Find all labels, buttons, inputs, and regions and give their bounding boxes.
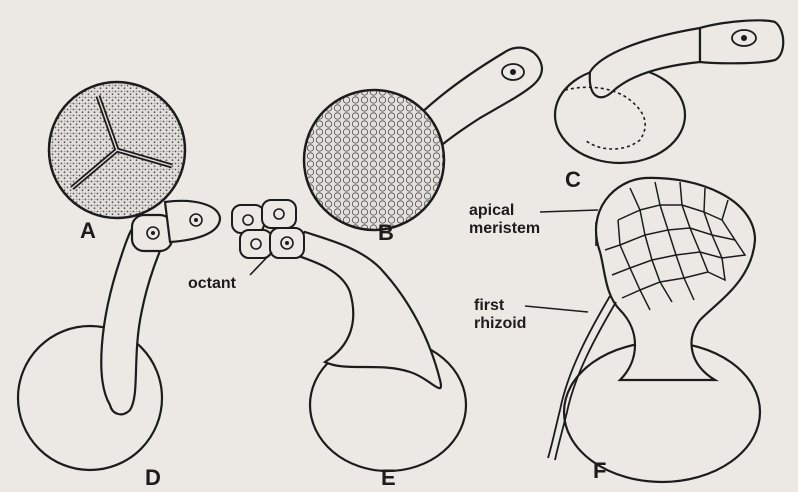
panel-label-b: B [378,220,394,246]
panel-c-protonema [555,20,783,163]
apical-label-line1: apical [469,202,540,220]
rhizoid-pointer [525,306,588,312]
first-rhizoid-label: first rhizoid [474,297,526,333]
octant-cells [232,200,304,258]
rhizoid-label-line2: rhizoid [474,315,526,333]
panel-d-young-prothallus [18,201,220,470]
panel-label-e: E [381,465,396,491]
panel-label-f: F [593,458,606,484]
rhizoid-label-line1: first [474,297,526,315]
panel-label-c: C [565,167,581,193]
apical-label-line2: meristem [469,220,540,238]
apical-meristem-label: apical meristem [469,202,540,238]
panel-e-octant-stage [232,200,466,471]
panel-f-prothallus [525,178,760,482]
panel-label-a: A [80,218,96,244]
apical-pointer [540,210,598,212]
octant-label: octant [188,275,236,293]
panel-label-d: D [145,465,161,491]
panel-a-spore [49,82,185,218]
